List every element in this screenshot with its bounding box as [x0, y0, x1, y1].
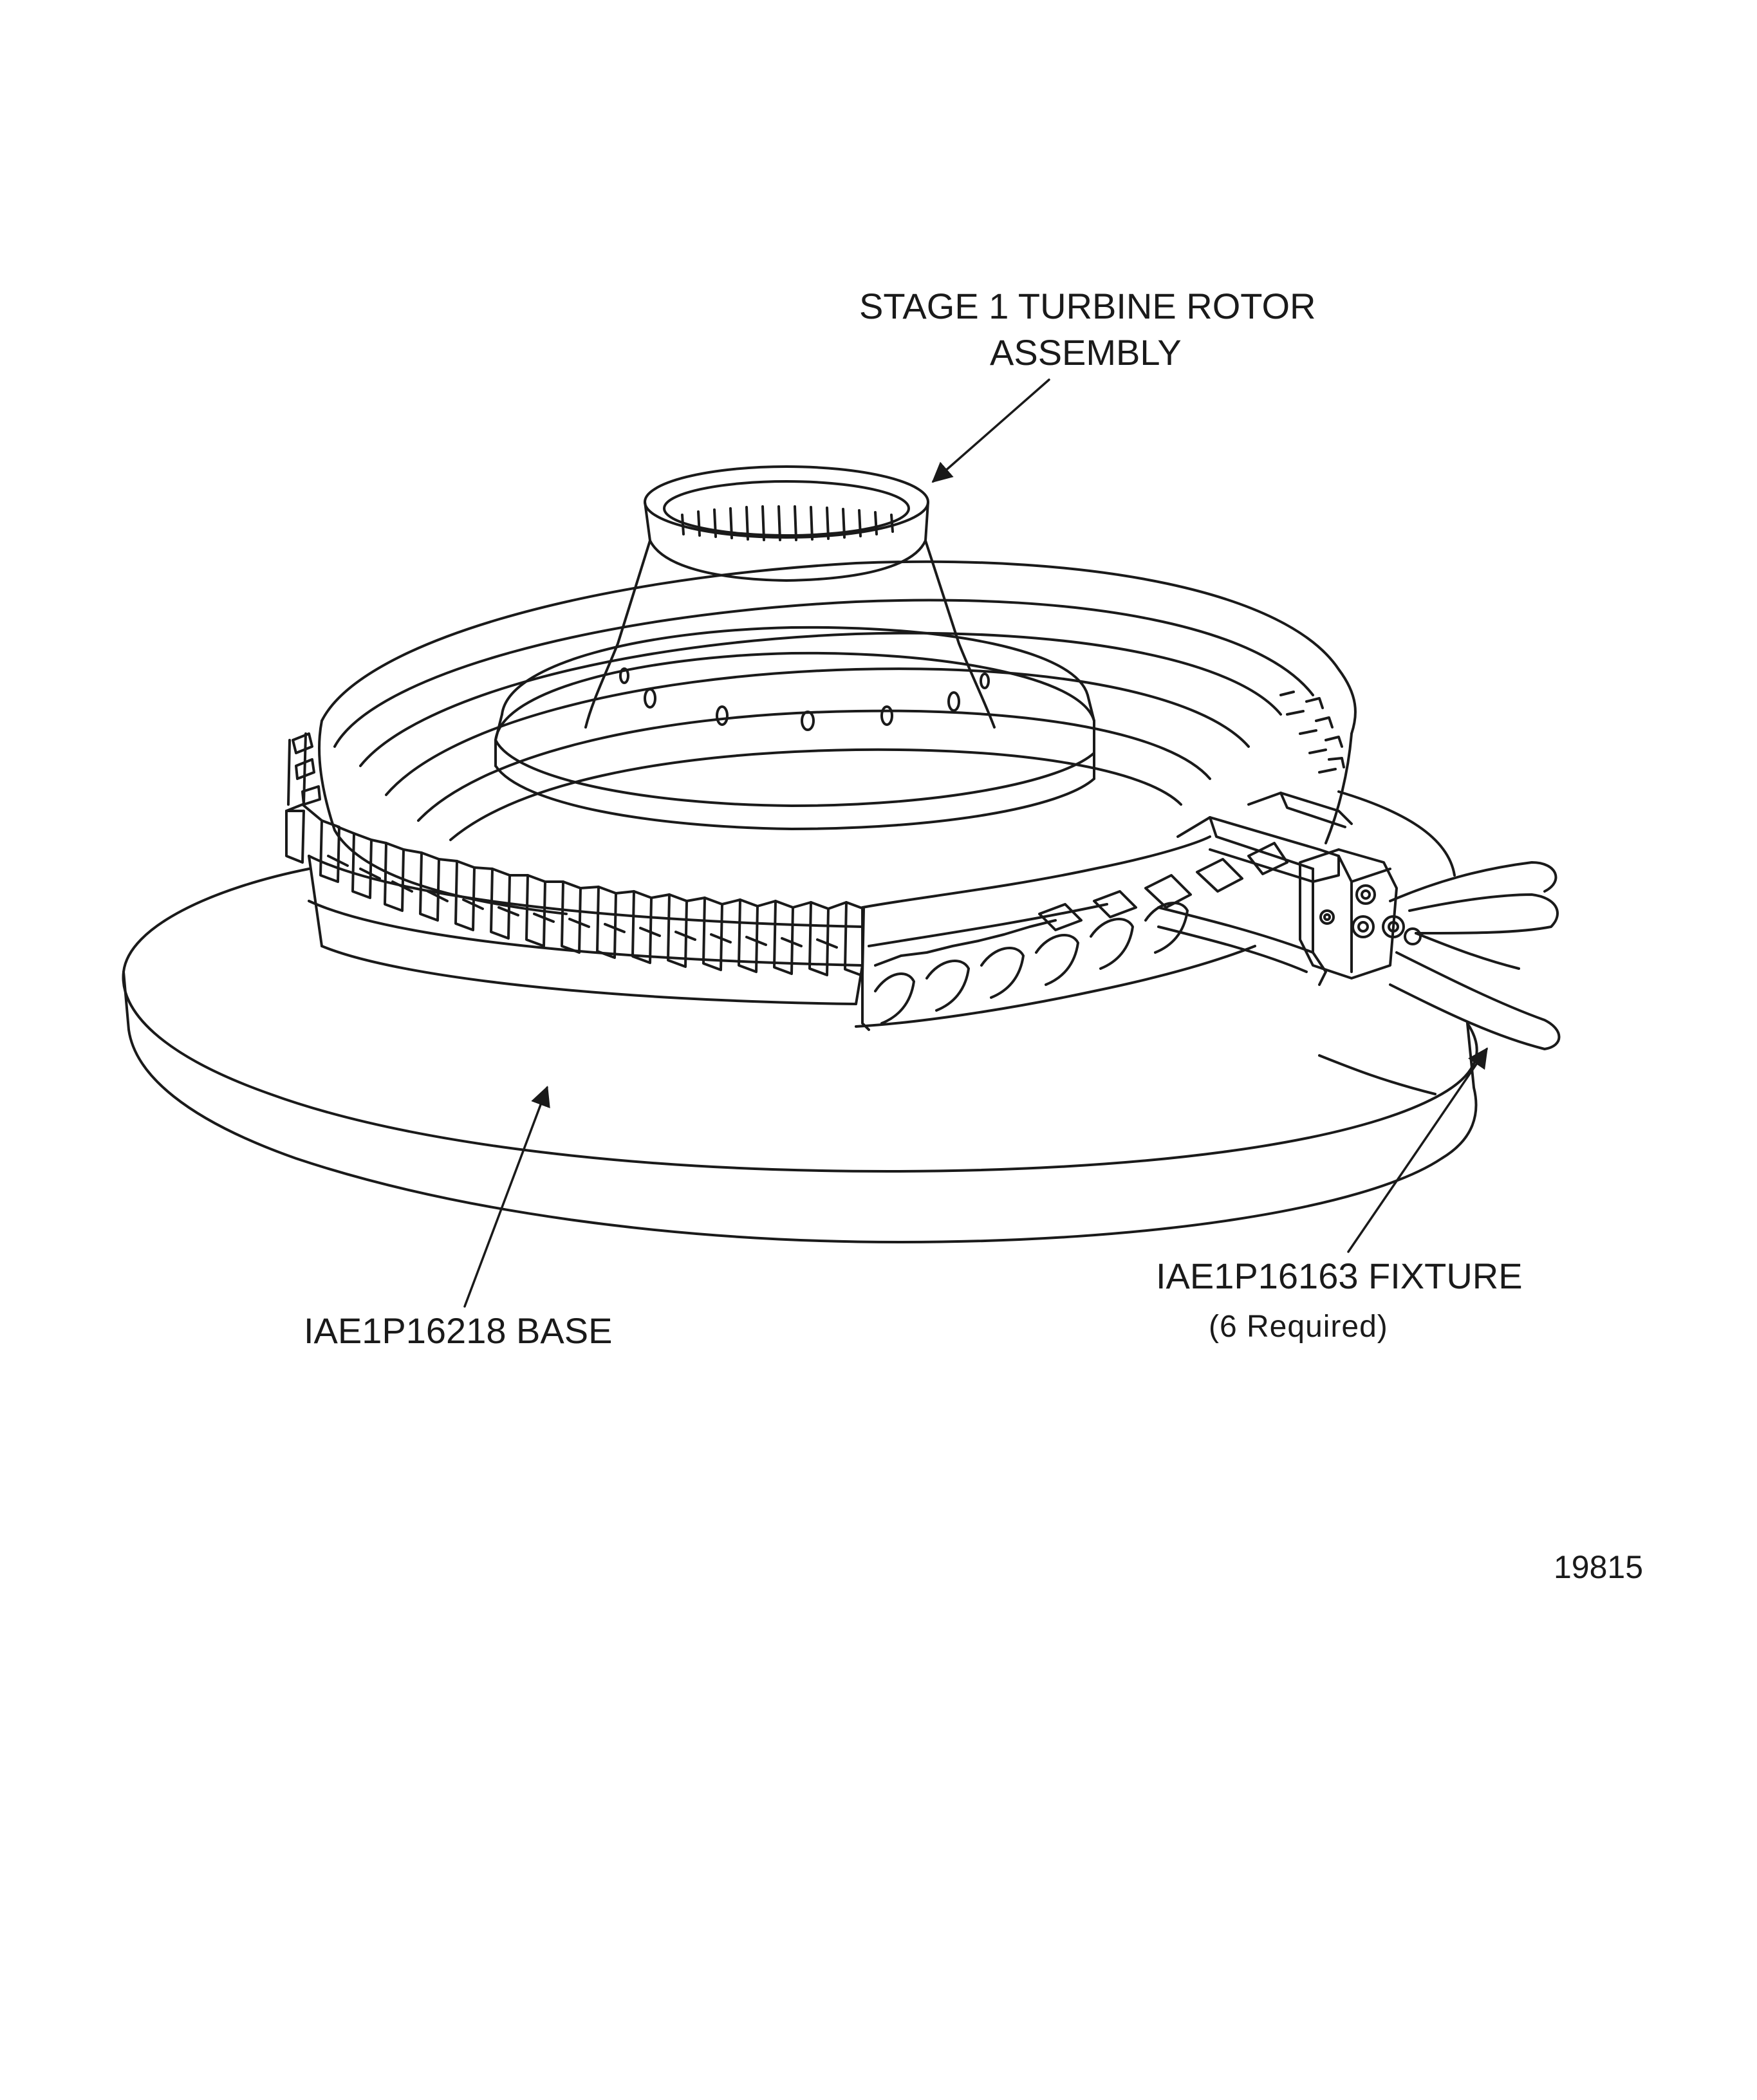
exposed-airfoils — [855, 835, 1288, 1031]
rotor-blades-left — [285, 691, 1345, 977]
fixture-quantity-note: (6 Required) — [1209, 1310, 1388, 1344]
rotor-assembly-label-line2: ASSEMBLY — [990, 332, 1182, 373]
fixture-clamp — [1157, 792, 1561, 1050]
figure-number: 19815 — [1554, 1549, 1644, 1585]
base-plate — [122, 790, 1478, 1243]
base-label: IAE1P16218 BASE — [304, 1310, 613, 1351]
base-leader-line — [463, 1086, 550, 1308]
fixture-leader-line — [1347, 1047, 1488, 1253]
rotor-hub — [494, 465, 1095, 830]
rotor-leader-line — [931, 378, 1050, 483]
rotor-assembly-label-line1: STAGE 1 TURBINE ROTOR — [859, 286, 1316, 326]
leader-lines — [463, 378, 1488, 1308]
fixture-label: IAE1P16163 FIXTURE — [1156, 1256, 1523, 1296]
